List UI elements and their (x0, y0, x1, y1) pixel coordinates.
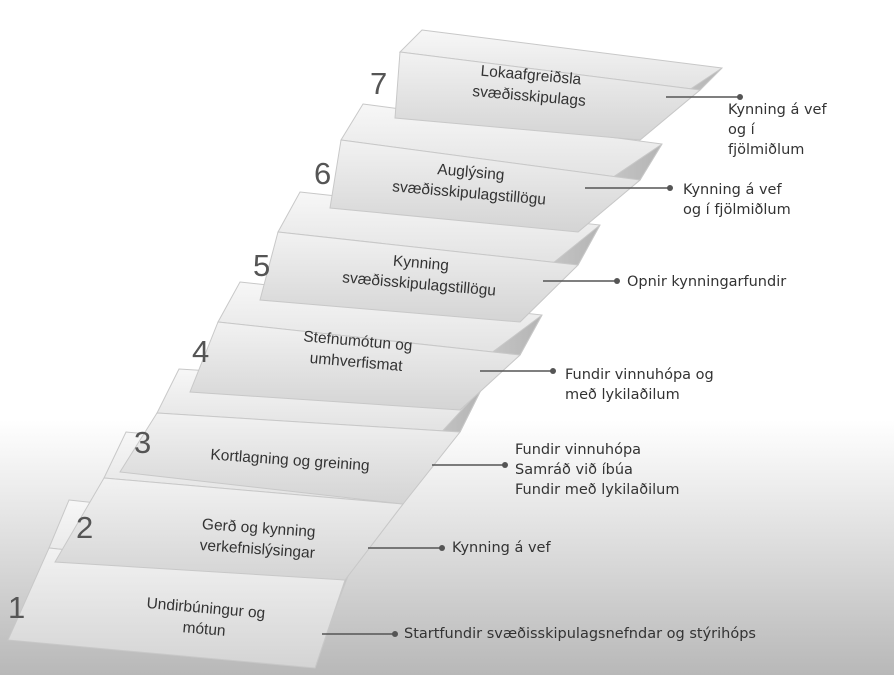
callout-dot (550, 368, 556, 374)
step-front-face (189, 321, 522, 411)
step-number: 2 (76, 510, 94, 545)
callout-text: Opnir kynningarfundir (627, 272, 786, 292)
callout-line: Kynning á vef (452, 540, 551, 556)
step-front-face (54, 477, 404, 581)
callout-text: Fundir vinnuhópa og með lykilaðilum (565, 365, 714, 405)
callout-line: og í fjölmiðlum (683, 202, 791, 218)
callout-text: Startfundir svæðisskipulagsnefndar og st… (404, 624, 756, 644)
callout-text: Kynning á vef og í fjölmiðlum (728, 100, 827, 160)
callout-line: Kynning á vef (683, 182, 782, 198)
callout-line: Fundir vinnuhópa og (565, 367, 714, 383)
callout-dot (737, 94, 743, 100)
step-number: 4 (192, 334, 210, 369)
step-front-face (329, 139, 642, 233)
callout-dot (392, 631, 398, 637)
callout-text: Kynning á vef (452, 538, 551, 558)
callout-line: og í (728, 122, 755, 138)
step-number: 6 (314, 156, 332, 191)
callout-line: fjölmiðlum (728, 142, 805, 158)
callout-line: Kynning á vef (728, 102, 827, 118)
callout-line: Fundir vinnuhópa (515, 442, 642, 458)
callout-line: Opnir kynningarfundir (627, 274, 787, 290)
step-number: 3 (134, 425, 152, 460)
callout-line: Fundir með lykilaðilum (515, 482, 680, 498)
step-6 (329, 103, 663, 233)
callout-line: Startfundir svæðisskipulagsnefndar og st… (404, 626, 756, 642)
callout-dot (439, 545, 445, 551)
callout-dot (614, 278, 620, 284)
callout-dot (502, 462, 508, 468)
step-front-face (394, 51, 702, 141)
callout-dot (667, 185, 673, 191)
callout-text: Kynning á vef og í fjölmiðlum (683, 180, 791, 220)
callout-line: með lykilaðilum (565, 387, 680, 403)
step-number: 5 (253, 248, 271, 283)
step-7 (394, 29, 724, 141)
step-number: 1 (8, 590, 26, 625)
step-front-face (259, 231, 580, 323)
step-front-face (119, 412, 461, 505)
step-number: 7 (370, 66, 388, 101)
callout-line: Samráð við íbúa (515, 462, 633, 478)
